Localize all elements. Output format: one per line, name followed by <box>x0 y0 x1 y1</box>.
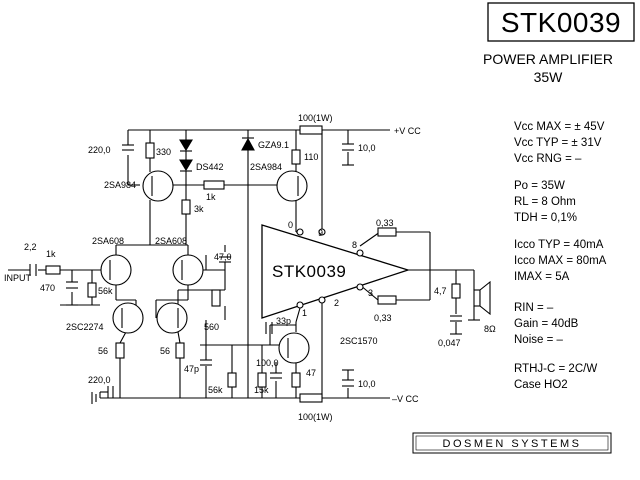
label-r15k: 15k <box>254 385 269 395</box>
spec-line: Icco TYP = 40mA <box>514 239 604 251</box>
component-labels: INPUT 2,2 1k 470 56k 2SA608 2SA608 2SC22… <box>4 113 496 422</box>
label-pin3: 3 <box>368 288 373 298</box>
label-c10-top: 10,0 <box>358 143 376 153</box>
speaker <box>473 280 491 316</box>
label-pin0: 0 <box>288 220 293 230</box>
ic-label: STK0039 <box>272 262 346 281</box>
label-r3k: 3k <box>194 204 204 214</box>
label-r100-bot: 100(1W) <box>298 412 333 422</box>
label-r56k: 56k <box>98 286 113 296</box>
brand-label: DOSMEN SYSTEMS <box>443 438 582 450</box>
spec-line: Noise = – <box>514 334 564 346</box>
label-r47: 47 <box>306 368 316 378</box>
spec-line: Vcc RNG = – <box>514 153 582 165</box>
capacitors <box>29 143 462 398</box>
spec-line: RL = 8 Ohm <box>514 196 576 208</box>
label-r033-a: 0,33 <box>376 218 394 228</box>
label-r4-7: 4,7 <box>434 286 447 296</box>
spec-line: RIN = – <box>514 302 554 314</box>
part-number: STK0039 <box>501 7 621 38</box>
label-r330: 330 <box>156 147 171 157</box>
label-pin9: 9 <box>318 228 323 238</box>
label-c33p: 33p <box>276 316 291 326</box>
spec-line: TDH = 0,1% <box>514 212 577 224</box>
spec-line: RTHJ-C = 2C/W <box>514 363 597 375</box>
label-2sa984-a: 2SA984 <box>104 180 136 190</box>
spec-line: Icco MAX = 80mA <box>514 255 607 267</box>
label-pin8: 8 <box>352 240 357 250</box>
label-2sa608-b: 2SA608 <box>155 236 187 246</box>
label-pin2: 2 <box>334 298 339 308</box>
label-r100-top: 100(1W) <box>298 113 333 123</box>
label-r110: 110 <box>304 152 318 162</box>
subtitle-line1: POWER AMPLIFIER <box>483 51 613 67</box>
ic-stk0039: STK0039 <box>261 224 411 319</box>
spec-line: IMAX = 5A <box>514 271 570 283</box>
label-vcc-neg: –V CC <box>392 394 419 404</box>
label-speaker: 8Ω <box>484 324 496 334</box>
label-2sa608-a: 2SA608 <box>92 236 124 246</box>
label-2sc2274: 2SC2274 <box>66 322 104 332</box>
label-c100: 100,0 <box>256 358 279 368</box>
label-2sc1570: 2SC1570 <box>340 336 378 346</box>
title-box <box>487 2 635 42</box>
spec-line: Case HO2 <box>514 379 568 391</box>
label-c470: 470 <box>40 283 55 293</box>
label-c47-0: 47,0 <box>214 252 232 262</box>
label-c0-047: 0,047 <box>438 338 461 348</box>
label-r56k-b: 56k <box>208 385 223 395</box>
label-c10-bot: 10,0 <box>358 379 376 389</box>
label-vcc-pos: +V CC <box>394 126 421 136</box>
wiring <box>8 129 475 399</box>
label-r1k: 1k <box>206 192 216 202</box>
label-c-in: 2,2 <box>24 242 37 252</box>
resistors <box>45 125 461 403</box>
label-r56-b: 56 <box>160 346 170 356</box>
label-r56-a: 56 <box>98 346 108 356</box>
label-gza: GZA9.1 <box>258 140 289 150</box>
spec-line: Vcc MAX = ± 45V <box>514 121 605 133</box>
label-r560: 560 <box>204 322 219 332</box>
label-r-in: 1k <box>46 249 56 259</box>
label-pin1: 1 <box>302 308 307 318</box>
label-r033-b: 0,33 <box>374 313 392 323</box>
label-c47p: 47p <box>184 364 199 374</box>
label-input: INPUT <box>4 273 32 283</box>
label-c220: 220,0 <box>88 375 111 385</box>
label-ds442: DS442 <box>196 162 224 172</box>
diodes <box>179 137 255 180</box>
spec-list: Vcc MAX = ± 45V Vcc TYP = ± 31V Vcc RNG … <box>514 121 607 391</box>
spec-line: Po = 35W <box>514 180 565 192</box>
label-2sa984-b: 2SA984 <box>250 162 282 172</box>
grounds <box>66 164 480 404</box>
spec-line: Vcc TYP = ± 31V <box>514 137 602 149</box>
brand-box <box>412 432 612 454</box>
spec-line: Gain = 40dB <box>514 318 579 330</box>
subtitle-line2: 35W <box>534 69 564 85</box>
transistors <box>100 170 310 364</box>
label-c220-top: 220,0 <box>88 145 111 155</box>
